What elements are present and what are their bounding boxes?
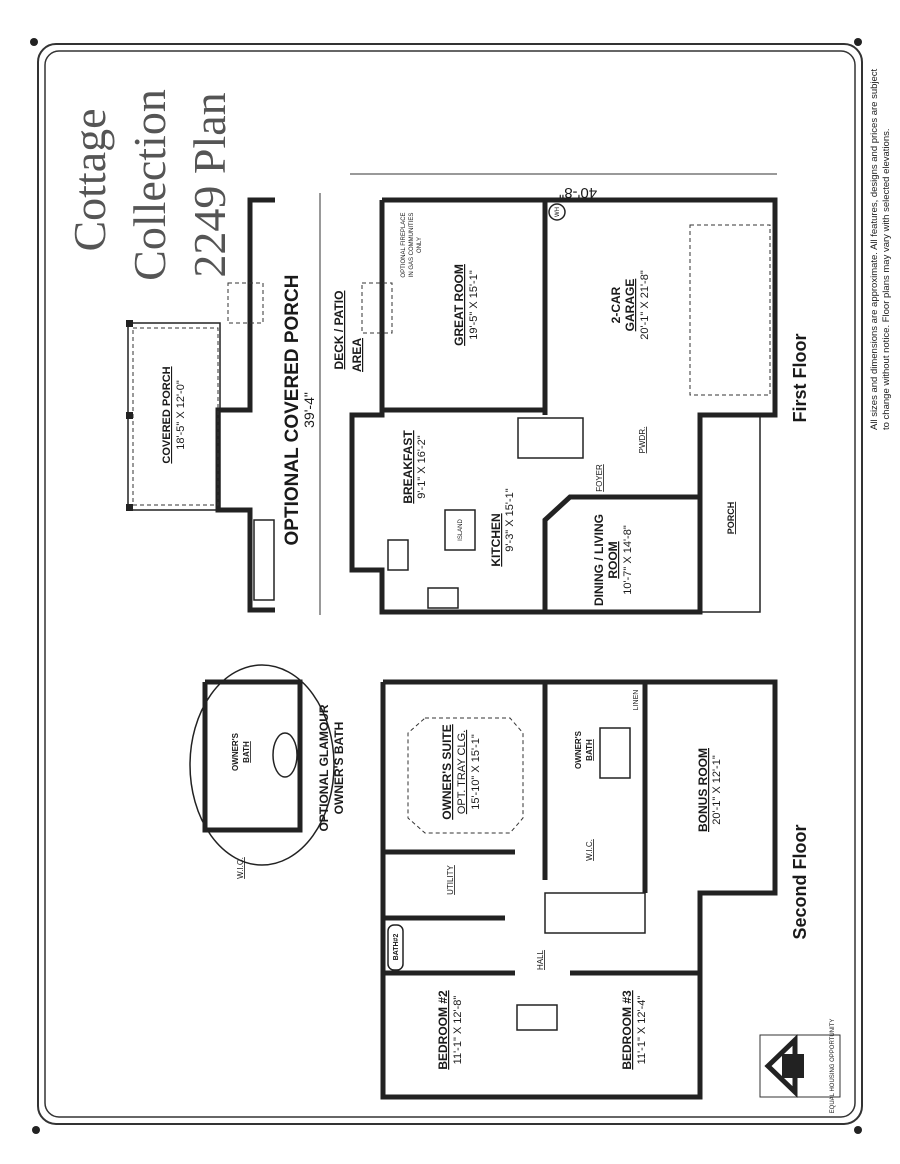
svg-text:W.I.C.: W.I.C. [585,839,594,861]
svg-text:19'-5" X 15'-1": 19'-5" X 15'-1" [468,270,480,340]
svg-text:11'-1" X 12'-4": 11'-1" X 12'-4" [636,996,648,1065]
room-label-covered-porch: COVERED PORCH [161,366,173,463]
optional-porch-heading: OPTIONAL COVERED PORCH [282,275,303,546]
svg-text:AREA: AREA [350,338,364,372]
svg-text:ROOM: ROOM [606,541,620,578]
first-floor-plan: 40'-8" WH OPTIONAL FIREPLACE IN GAS COMM… [332,173,810,615]
svg-text:All sizes and dimensions are a: All sizes and dimensions are approximate… [869,68,880,430]
svg-text:EQUAL HOUSING OPPORTUNITY: EQUAL HOUSING OPPORTUNITY [830,1019,836,1114]
equal-housing-logo: EQUAL HOUSING OPPORTUNITY [759,1019,841,1114]
svg-text:BATH#2: BATH#2 [393,934,400,961]
room-label-owners-suite: OWNER'S SUITE [440,724,454,820]
svg-text:OPT. TRAY CLG.: OPT. TRAY CLG. [456,730,468,814]
disclaimer: All sizes and dimensions are approximate… [869,68,892,430]
optional-covered-porch-plan: COVERED PORCH 18'-5" X 12'-0" OPTIONAL C… [126,193,321,615]
svg-text:OWNER'S: OWNER'S [231,732,240,771]
svg-text:UTILITY: UTILITY [446,864,455,894]
svg-text:2249 Plan: 2249 Plan [184,92,235,277]
svg-text:DECK / PATIO: DECK / PATIO [332,291,346,370]
plan-title: Cottage Collection 2249 Plan [64,89,235,281]
svg-text:ONLY: ONLY [417,237,423,253]
svg-text:HALL: HALL [536,949,545,970]
svg-text:BATH: BATH [585,739,594,761]
svg-text:39'-4": 39'-4" [301,392,317,428]
second-floor-heading: Second Floor [790,824,810,939]
svg-text:WH: WH [555,207,561,217]
room-label-bedroom-2: BEDROOM #2 [436,990,450,1070]
svg-text:ISLAND: ISLAND [458,519,464,541]
svg-text:W.I.C.: W.I.C. [236,857,245,879]
svg-text:9'-3" X 15'-1": 9'-3" X 15'-1" [504,488,516,551]
svg-text:PORCH: PORCH [726,502,736,535]
svg-text:OPTIONAL GLAMOUR: OPTIONAL GLAMOUR [317,704,331,831]
svg-text:20'-1" X 12'-1": 20'-1" X 12'-1" [711,755,723,825]
second-floor-plan: OWNER'S SUITE OPT. TRAY CLG. 15'-10" X 1… [380,679,810,1100]
room-label-garage: 2-CAR [609,286,623,323]
overall-width-dimension: 40'-8" [559,184,597,201]
svg-text:IN GAS COMMUNITIES: IN GAS COMMUNITIES [409,213,415,278]
room-label-bonus-room: BONUS ROOM [696,748,710,832]
room-label-bedroom-3: BEDROOM #3 [620,990,634,1070]
svg-text:Collection: Collection [124,89,175,281]
svg-text:OWNER'S: OWNER'S [574,730,583,769]
svg-text:PWDR.: PWDR. [638,427,647,454]
room-label-great-room: GREAT ROOM [452,264,466,346]
optional-glamour-bath-plan: OWNER'S BATH W.I.C. OPTIONAL GLAMOUR OWN… [189,664,346,879]
first-floor-heading: First Floor [790,334,810,423]
svg-text:18'-5" X 12'-0": 18'-5" X 12'-0" [175,380,187,450]
svg-text:15'-10" X 15'-1": 15'-10" X 15'-1" [470,734,482,810]
svg-text:20'-1" X 21'-8": 20'-1" X 21'-8" [639,270,651,340]
decorative-frame [30,38,863,1134]
svg-text:to change without notice. Flo: to change without notice. Floor plans ma… [881,128,892,430]
room-label-dining-living: DINING / LIVING [592,514,606,606]
svg-text:LINEN: LINEN [633,690,640,711]
svg-text:FOYER: FOYER [595,464,604,492]
room-label-breakfast: BREAKFAST [401,430,415,504]
room-label-kitchen: KITCHEN [489,513,503,566]
svg-text:BATH: BATH [242,741,251,763]
svg-text:11'-1" X 12'-8": 11'-1" X 12'-8" [452,996,464,1065]
svg-text:10'-7" X 14'-8": 10'-7" X 14'-8" [622,525,634,595]
svg-text:Cottage: Cottage [64,108,115,251]
svg-text:GARAGE: GARAGE [623,279,637,332]
svg-text:OWNER'S BATH: OWNER'S BATH [332,722,346,815]
svg-text:9'-1" X 16'-2": 9'-1" X 16'-2" [416,435,428,498]
svg-text:OPTIONAL FIREPLACE: OPTIONAL FIREPLACE [401,212,407,277]
